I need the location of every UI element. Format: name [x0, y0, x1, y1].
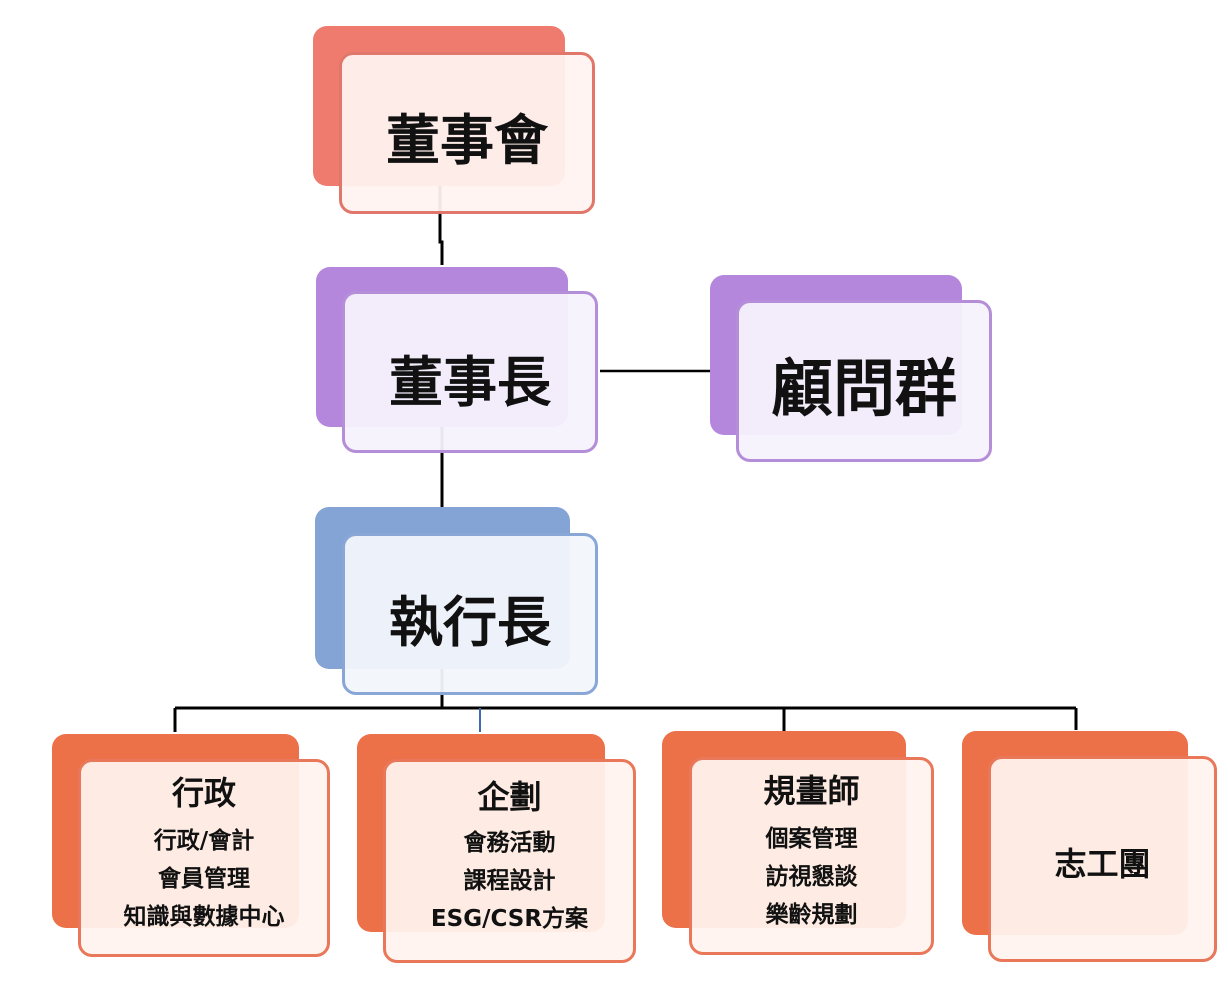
advisors-card [736, 300, 992, 462]
chairman-title: 董事長 [389, 351, 551, 414]
chairman-card [342, 291, 598, 453]
board-card [339, 52, 595, 214]
dept-planner-item: 訪視懇談 [765, 864, 858, 890]
ceo-card [342, 533, 598, 695]
dept-planning-item: ESG/CSR方案 [430, 906, 589, 932]
dept-planner-item: 個案管理 [765, 826, 858, 852]
dept-planning-item: 課程設計 [463, 868, 556, 894]
dept-admin-item: 知識與數據中心 [123, 904, 285, 930]
advisors-title: 顧問群 [770, 352, 957, 425]
dept-planner-card: 規畫師 個案管理 訪視懇談 樂齡規劃 [689, 757, 934, 955]
dept-admin-item: 會員管理 [158, 866, 250, 892]
board-title: 董事會 [386, 109, 548, 172]
ceo-title: 執行長 [389, 591, 551, 654]
dept-volunteers-card: 志工團 [988, 756, 1217, 962]
dept-planning-title: 企劃 [477, 778, 542, 816]
dept-planning-card: 企劃 會務活動 課程設計 ESG/CSR方案 [383, 759, 636, 963]
dept-admin-title: 行政 [171, 774, 236, 812]
dept-planning-item: 會務活動 [463, 830, 556, 856]
dept-planner-item: 樂齡規劃 [765, 902, 858, 928]
dept-volunteers-title: 志工團 [1054, 845, 1151, 883]
dept-admin-card: 行政 行政/會計 會員管理 知識與數據中心 [78, 759, 330, 957]
dept-planner-title: 規畫師 [763, 772, 860, 810]
dept-admin-item: 行政/會計 [153, 828, 255, 854]
